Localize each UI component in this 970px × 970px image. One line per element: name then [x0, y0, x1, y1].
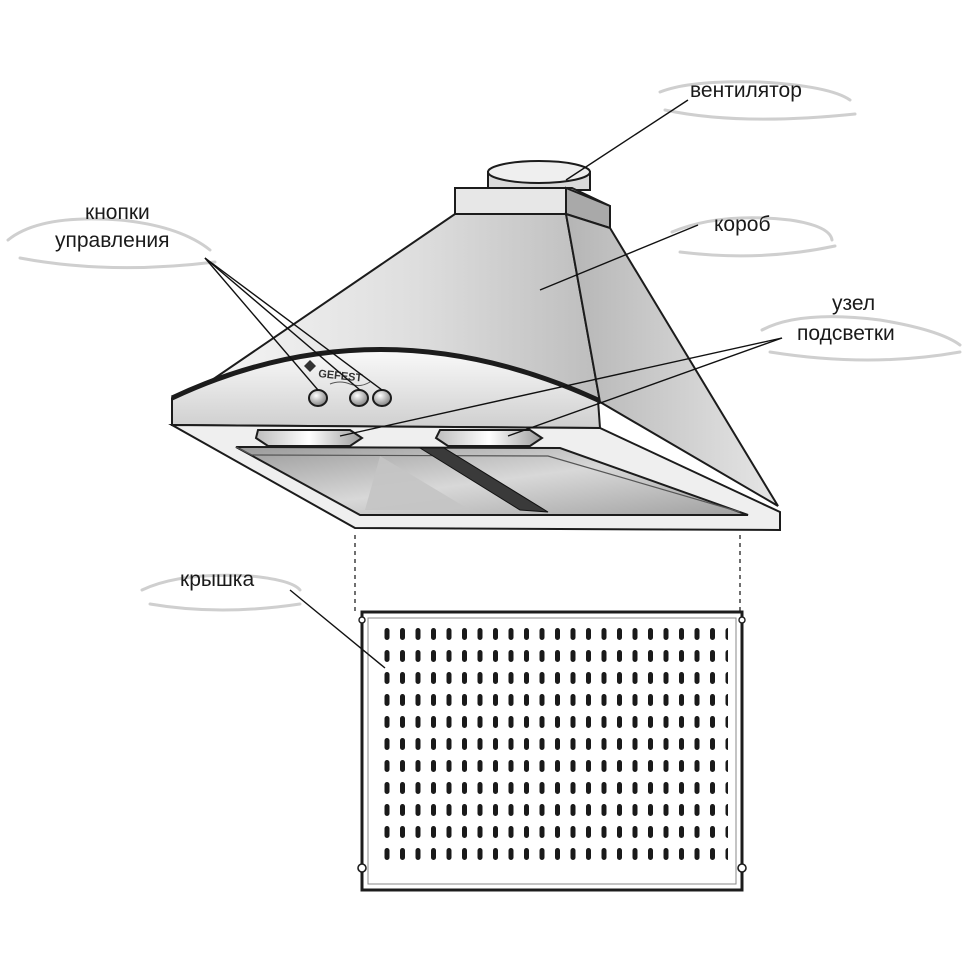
- control-button-2[interactable]: [349, 389, 369, 407]
- hood: GEFEST: [168, 160, 781, 532]
- label-cover: крышка: [180, 568, 254, 591]
- label-lighting-line2: подсветки: [797, 322, 895, 345]
- alignment-lines: [354, 535, 741, 612]
- labels: вентилятор короб кнопки управления узел …: [55, 79, 895, 591]
- control-button-1[interactable]: [308, 389, 328, 407]
- cover-panel: [357, 610, 747, 892]
- lamp-right: [434, 429, 544, 447]
- leader-lines: [204, 99, 783, 669]
- label-fan: вентилятор: [690, 79, 802, 102]
- cover-perforation: [378, 626, 728, 870]
- lamp-left: [254, 429, 364, 447]
- control-button-3[interactable]: [372, 389, 392, 407]
- brand-logo: GEFEST: [304, 360, 371, 387]
- label-swooshes: [6, 80, 962, 612]
- duct-side-face: [564, 212, 779, 507]
- label-duct: короб: [714, 213, 771, 236]
- label-controls-line2: управления: [55, 229, 170, 252]
- control-buttons: [308, 389, 392, 407]
- label-controls-line1: кнопки: [85, 201, 150, 224]
- label-lighting-line1: узел: [832, 292, 875, 315]
- svg-text:GEFEST: GEFEST: [318, 368, 363, 385]
- fan-housing: [487, 160, 591, 191]
